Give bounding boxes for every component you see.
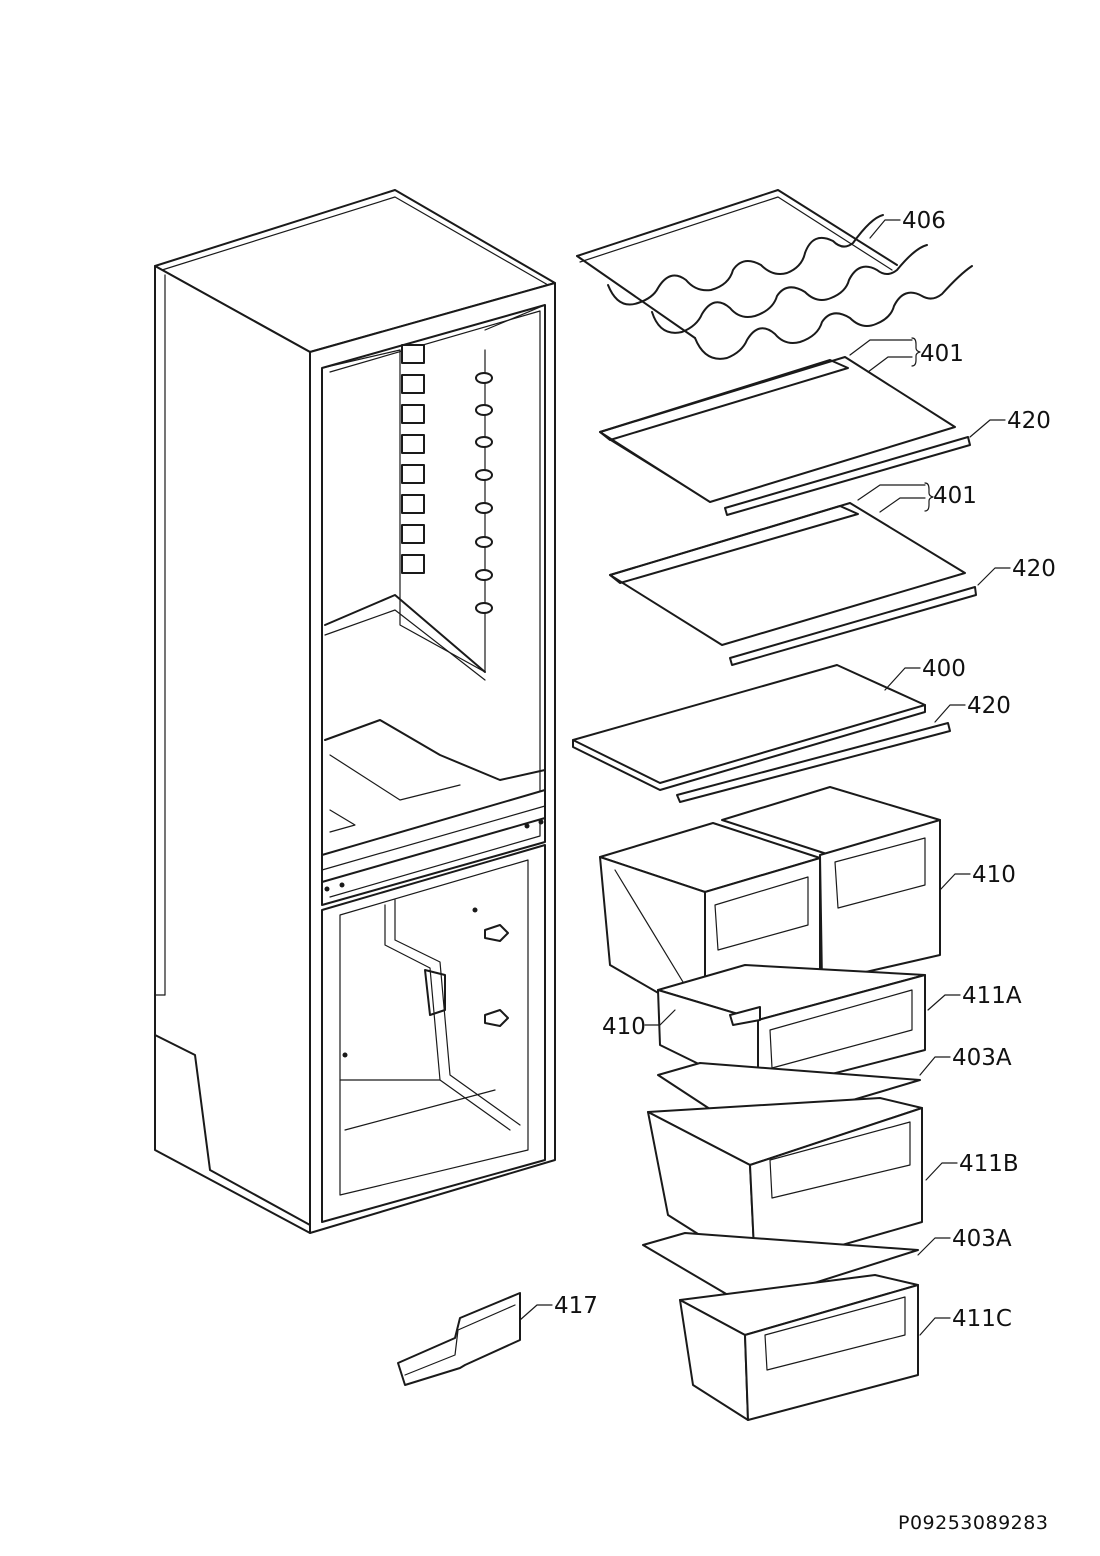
label-411b: 411B (959, 1151, 1019, 1177)
label-420-upper: 420 (1007, 408, 1051, 434)
glass-shelf-lower (609, 502, 977, 666)
label-403a-upper: 403A (952, 1045, 1012, 1071)
label-411a: 411A (962, 983, 1022, 1009)
bottom-glass-shelf (572, 664, 951, 803)
shelf-supports (401, 344, 493, 614)
drawer-411b (647, 1097, 923, 1271)
label-411c: 411C (952, 1306, 1012, 1332)
crisper-drawers (599, 786, 941, 1021)
label-403a-lower: 403A (952, 1226, 1012, 1252)
label-420-lower: 420 (967, 693, 1011, 719)
glass-shelf-upper (599, 356, 971, 516)
leader-lines (519, 219, 1011, 1336)
drawer-411c (679, 1274, 919, 1421)
fridge-cabinet (154, 189, 556, 1234)
drawer-411a (657, 964, 926, 1094)
label-401-lower: 401 (933, 483, 977, 509)
label-417: 417 (554, 1293, 598, 1319)
label-406: 406 (902, 208, 946, 234)
label-401-upper: 401 (920, 341, 964, 367)
label-420-middle: 420 (1012, 556, 1056, 582)
label-400: 400 (922, 656, 966, 682)
label-410-right: 410 (972, 862, 1016, 888)
glass-plate-403a-lower (642, 1232, 919, 1306)
ice-scraper (397, 1292, 521, 1386)
document-code: P09253089283 (898, 1512, 1048, 1534)
label-410-left: 410 (602, 1014, 646, 1040)
wine-rack (576, 189, 973, 360)
